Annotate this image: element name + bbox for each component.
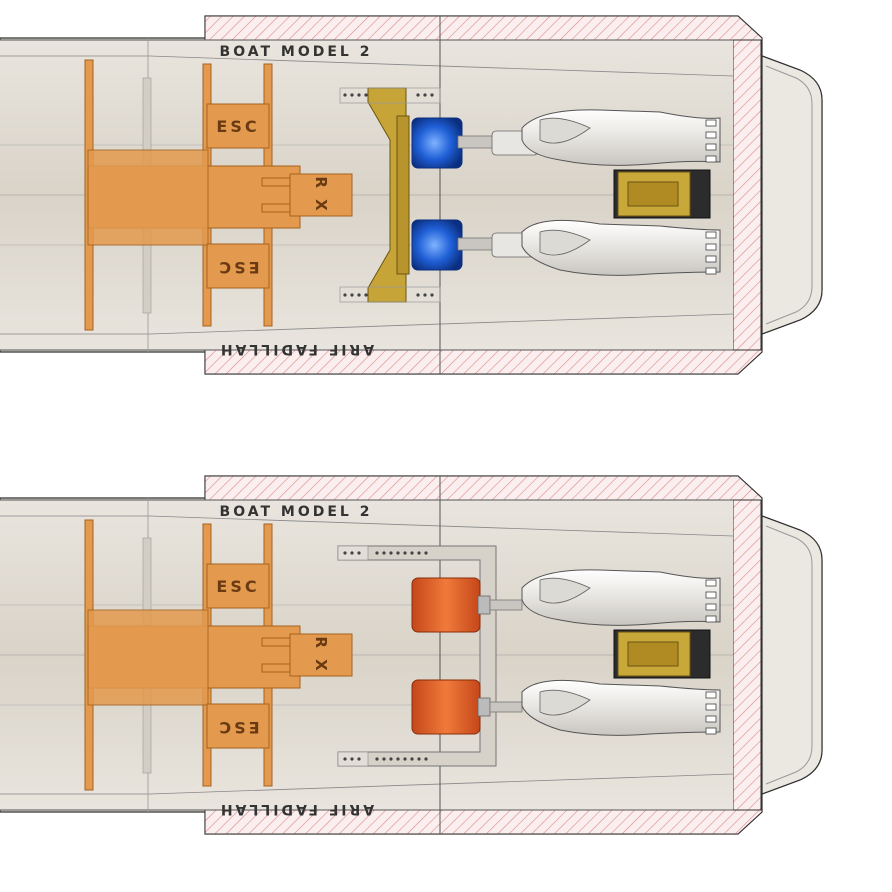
- electronics-frame: [84, 519, 301, 791]
- esc-label-2: ESC: [216, 258, 259, 277]
- top-view-assembly: BOAT MODEL 2 ARIF FADILLAH ESC ESC R X: [0, 15, 823, 375]
- hull-name-label: BOAT MODEL 2: [220, 44, 373, 60]
- rx-label: R X: [312, 636, 330, 673]
- stern-cap: [761, 55, 823, 335]
- bottom-view-assembly: BOAT MODEL 2 ARIF FADILLAH ESC ESC R X: [0, 475, 823, 835]
- esc-label-2: ESC: [216, 718, 259, 737]
- water-jet-left: [521, 569, 721, 626]
- motor-mount: [337, 545, 497, 767]
- transom-hatch: [732, 499, 762, 811]
- motor-right: [411, 679, 523, 735]
- receiver-block: [289, 633, 353, 677]
- motor-mount: [339, 87, 441, 303]
- steering-servo: [613, 629, 711, 679]
- steering-servo: [613, 169, 711, 219]
- rx-label: R X: [312, 176, 330, 213]
- transom-hatch: [732, 39, 762, 351]
- water-jet-left: [491, 109, 721, 166]
- hull-name-label: BOAT MODEL 2: [220, 504, 373, 520]
- stern-cap: [761, 515, 823, 795]
- electronics-frame: [84, 59, 301, 331]
- motor-right: [411, 219, 495, 271]
- author-label: ARIF FADILLAH: [218, 801, 374, 817]
- esc-label-1: ESC: [216, 117, 259, 136]
- motor-left: [411, 577, 523, 633]
- water-jet-right: [491, 219, 721, 276]
- author-label: ARIF FADILLAH: [218, 341, 374, 357]
- receiver-block: [289, 173, 353, 217]
- motor-left: [411, 117, 495, 169]
- water-jet-right: [521, 679, 721, 736]
- esc-label-1: ESC: [216, 577, 259, 596]
